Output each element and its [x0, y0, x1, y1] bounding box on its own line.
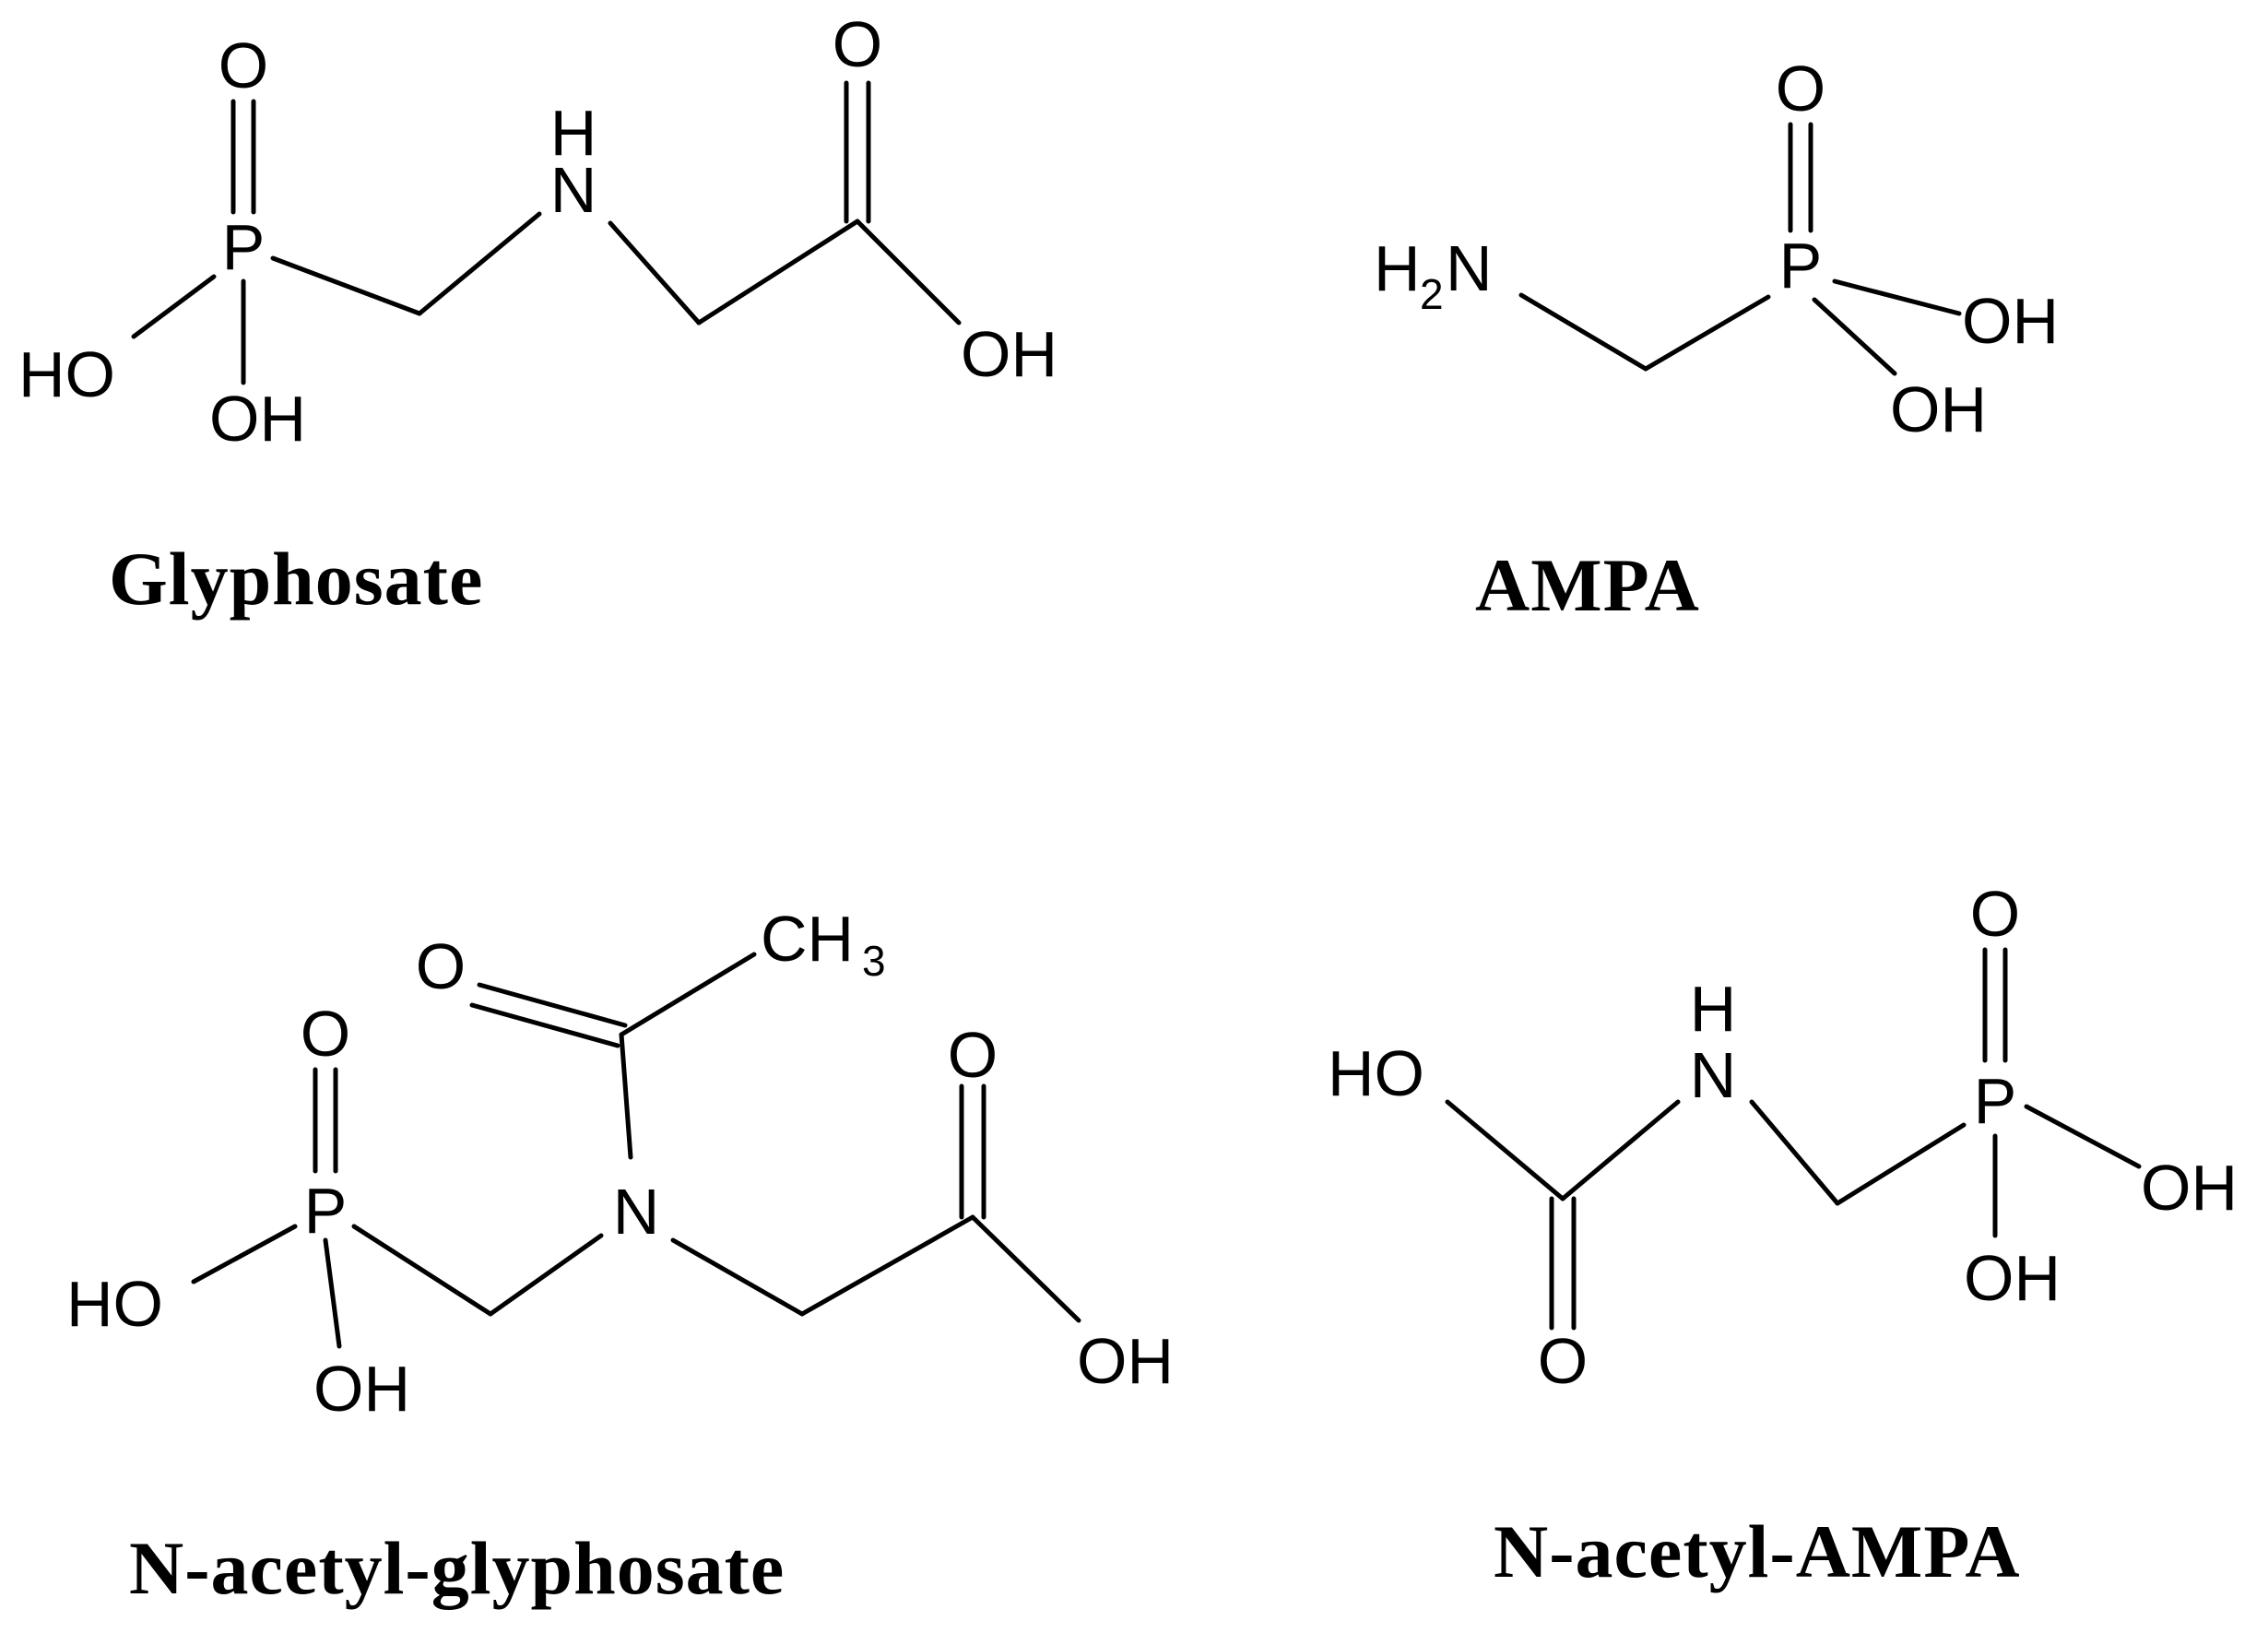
atom-o: O	[416, 930, 466, 1002]
atom-h: H	[1374, 232, 1421, 304]
bond-ch2-p	[1643, 294, 1771, 372]
molecule-name: Glyphosate	[109, 537, 483, 621]
bond-ch2-c	[696, 219, 860, 325]
atom-ch: CH	[761, 903, 854, 975]
atom-subscript: 2	[1420, 270, 1444, 318]
bond-p-ho	[191, 1224, 298, 1284]
atom-n: N	[1690, 1039, 1737, 1111]
atom-o: O	[833, 8, 882, 80]
atom-p: P	[1974, 1065, 2017, 1137]
atom-oh: OH	[1890, 373, 1987, 445]
bond-p-ho	[131, 274, 217, 339]
n-acetyl-glyphosate-structure: O CH 3 O P HO OH N O OH N-acetyl-glyphos…	[66, 903, 1174, 1610]
bond-c-ch3	[619, 952, 757, 1037]
molecule-name: N-acetyl-AMPA	[1494, 1509, 2021, 1593]
bond-p-oh	[2024, 1104, 2142, 1169]
atom-ho: HO	[1328, 1037, 1424, 1109]
atom-o: O	[1538, 1325, 1588, 1397]
atom-h: H	[550, 97, 597, 169]
bond-c-o-double-b	[469, 1002, 620, 1048]
bond-c-oh	[970, 1214, 1081, 1323]
atom-h: H	[1690, 973, 1737, 1045]
n-acetyl-ampa-structure: HO H N O P OH OH O N-acetyl-AMPA	[1328, 878, 2238, 1593]
bond-p-oh	[323, 1237, 342, 1349]
bond-ch2-n	[417, 211, 542, 316]
glyphosate-structure: O P HO OH H N O OH Glyphosate	[18, 8, 1057, 621]
bond-n-ch2	[608, 220, 702, 325]
atom-o: O	[1776, 53, 1825, 124]
atom-p: P	[222, 211, 266, 283]
bond-c-n	[619, 1032, 633, 1160]
bond-n-ch2	[1749, 1099, 1840, 1206]
atom-oh: OH	[1077, 1325, 1174, 1397]
atom-n: N	[613, 1176, 660, 1248]
bond-c-n	[1560, 1099, 1681, 1201]
atom-p: P	[304, 1175, 348, 1247]
bond-ch2-c	[799, 1214, 975, 1317]
atom-subscript: 3	[862, 937, 886, 985]
molecule-name: N-acetyl-glyphosate	[129, 1526, 785, 1610]
atom-o: O	[948, 1019, 998, 1091]
atom-oh: OH	[1962, 285, 2059, 357]
bond-p-oh	[1812, 297, 1897, 376]
atom-oh: OH	[1964, 1242, 2061, 1314]
ampa-structure: H 2 N P O OH OH AMPA	[1374, 53, 2059, 627]
molecule-name: AMPA	[1475, 543, 1700, 627]
atom-ho: HO	[18, 338, 115, 410]
bond-p-ch2	[351, 1224, 493, 1317]
atom-ho: HO	[66, 1268, 163, 1340]
atom-n: N	[550, 154, 597, 226]
atom-p: P	[1779, 230, 1823, 302]
bond-ho-c	[1445, 1099, 1565, 1201]
atom-oh: OH	[2141, 1152, 2238, 1224]
bond-n-ch2	[670, 1237, 805, 1317]
bond-c-oh	[855, 219, 962, 325]
atom-o: O	[1970, 878, 2020, 950]
atom-oh: OH	[209, 383, 306, 455]
bond-p-oh	[1832, 278, 1962, 316]
bond-c-o-double-a	[477, 982, 628, 1028]
atom-oh: OH	[313, 1353, 410, 1425]
bond-n-ch2	[1518, 292, 1648, 372]
atom-n: N	[1446, 232, 1493, 304]
bond-p-ch2	[270, 255, 422, 316]
bond-ch2-p	[1835, 1122, 1967, 1206]
atom-oh: OH	[961, 318, 1057, 390]
bond-ch2-n	[488, 1233, 604, 1317]
atom-o: O	[219, 30, 268, 101]
atom-o: O	[301, 998, 350, 1070]
